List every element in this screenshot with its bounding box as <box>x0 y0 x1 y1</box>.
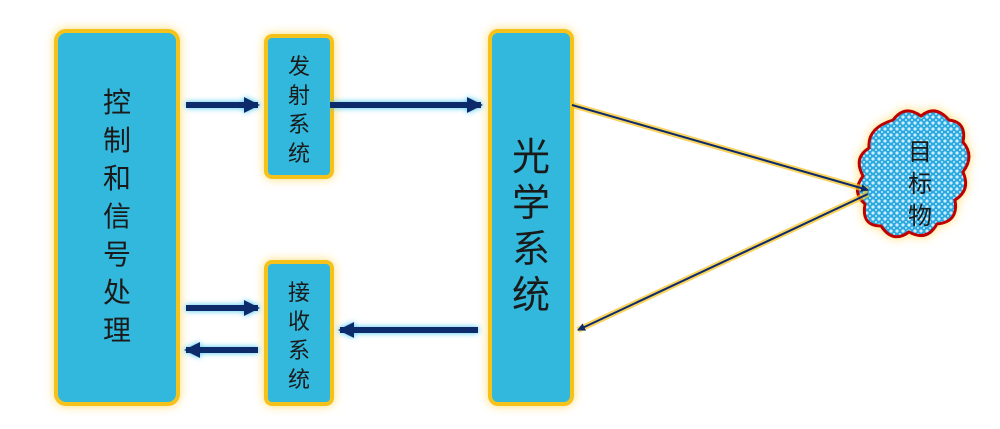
beam-out-arrow <box>571 104 869 192</box>
arrows <box>184 97 483 358</box>
control-signal-processing-block <box>54 29 180 406</box>
optics-label: 光 学 系 统 <box>512 135 550 317</box>
svg-text:物: 物 <box>908 202 932 230</box>
receive-label: 接 收 系 统 <box>288 281 310 393</box>
svg-text:统: 统 <box>288 368 310 393</box>
svg-text:信: 信 <box>103 200 131 233</box>
receive-system-block <box>264 260 334 406</box>
svg-text:系: 系 <box>288 113 310 138</box>
svg-text:和: 和 <box>103 162 131 195</box>
svg-text:号: 号 <box>103 238 131 271</box>
svg-text:控: 控 <box>103 86 131 119</box>
svg-text:收: 收 <box>288 310 310 335</box>
svg-text:标: 标 <box>908 170 932 198</box>
beam-return-arrow <box>577 193 869 331</box>
target-label: 目 标 物 <box>908 138 932 230</box>
svg-text:统: 统 <box>288 142 310 167</box>
transmit-label: 发 射 系 统 <box>288 55 310 167</box>
svg-text:发: 发 <box>288 55 310 80</box>
beam-lines <box>571 102 870 333</box>
optical-system-block <box>488 29 574 406</box>
svg-text:光: 光 <box>512 135 550 179</box>
svg-text:射: 射 <box>288 84 310 109</box>
svg-text:处: 处 <box>103 276 131 309</box>
svg-text:学: 学 <box>512 181 550 225</box>
target-cloud <box>856 109 971 239</box>
svg-text:系: 系 <box>288 339 310 364</box>
svg-text:制: 制 <box>103 124 131 157</box>
svg-text:接: 接 <box>288 281 310 306</box>
svg-text:统: 统 <box>512 273 550 317</box>
svg-text:系: 系 <box>512 227 550 271</box>
svg-text:理: 理 <box>103 314 131 347</box>
control-label: 控 制 和 信 号 处 理 <box>103 86 131 347</box>
svg-text:目: 目 <box>908 138 932 166</box>
